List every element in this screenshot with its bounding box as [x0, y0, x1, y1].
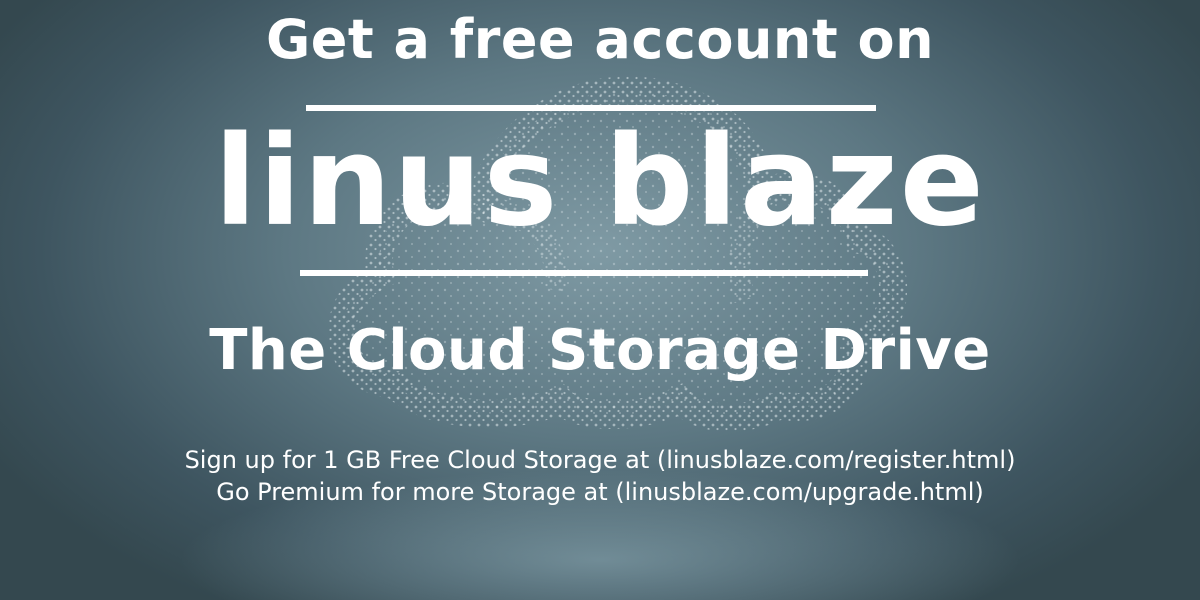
premium-text: Go Premium for more Storage at (linusbla…	[216, 478, 984, 506]
info-text-block: Sign up for 1 GB Free Cloud Storage at (…	[0, 444, 1200, 508]
divider-top	[306, 105, 876, 111]
brand-name: linus blaze	[214, 110, 986, 254]
tagline: The Cloud Storage Drive	[209, 318, 991, 383]
signup-text: Sign up for 1 GB Free Cloud Storage at (…	[184, 446, 1016, 474]
divider-bottom	[300, 270, 868, 276]
banner-heading: Get a free account on	[265, 8, 935, 71]
